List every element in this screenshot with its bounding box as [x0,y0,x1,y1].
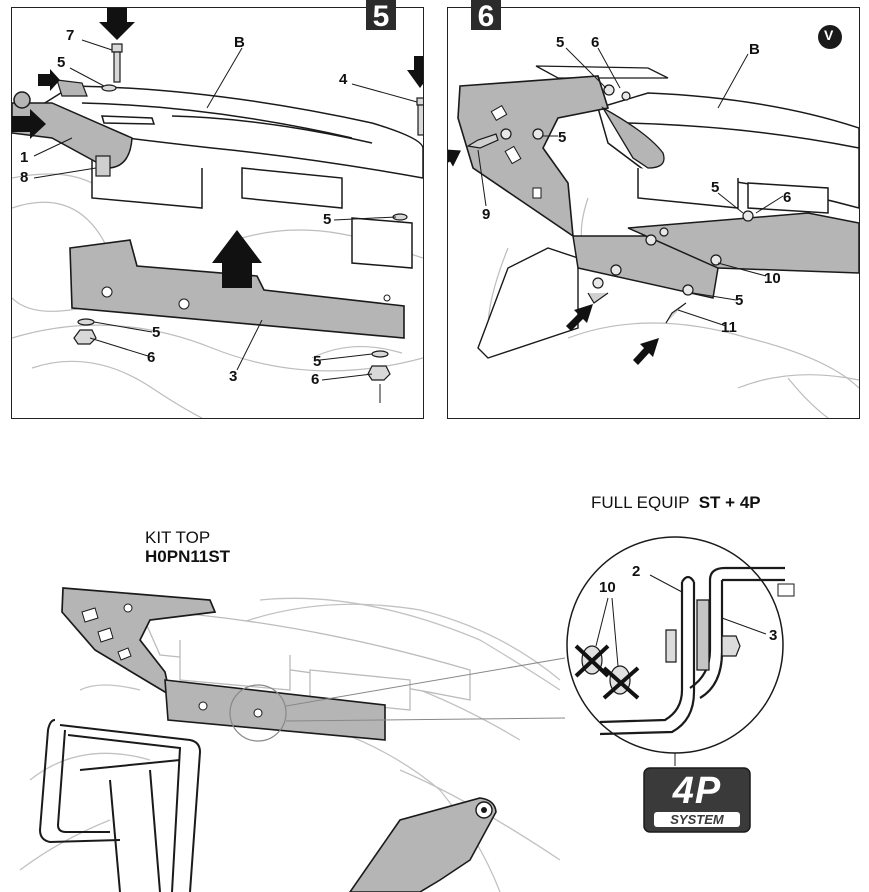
detail-label-2: 2 [632,563,641,580]
label-6: 6 [311,371,320,388]
label-5: 5 [57,54,66,71]
label-5: 5 [313,353,322,370]
label-5: 5 [735,292,744,309]
detail-label-3: 3 [769,627,778,644]
full-equip-suffix: ST + 4P [698,493,761,512]
4p-badge-main: 4P [672,770,722,812]
label-b: B [234,34,245,51]
step-5-illustration [12,8,423,418]
label-5: 5 [152,324,161,341]
label-8: 8 [20,169,29,186]
brand-circle-icon [818,25,842,49]
label-5: 5 [711,179,720,196]
label-6: 6 [783,189,792,206]
full-equip-caption: FULL EQUIP ST + 4P [591,493,761,512]
bottom-illustration: FULL EQUIP ST + 4P KIT TOP H0PN11ST 2 10… [0,440,869,892]
kit-overview-illustration [19,536,795,892]
label-9: 9 [482,206,491,223]
label-5: 5 [323,211,332,228]
kit-top-line1: KIT TOP [145,528,211,547]
step-5-badge: 5 [366,0,396,33]
label-6: 6 [591,34,600,51]
step-6-panel: 5 6 B 5 9 5 6 10 5 11 V [447,7,860,419]
brand-mark-letter: V [824,27,834,43]
full-equip-prefix: FULL EQUIP [591,493,690,512]
kit-top-code: H0PN11ST [145,547,231,566]
label-3: 3 [229,368,238,385]
kit-top-caption: KIT TOP H0PN11ST [145,528,230,566]
step-6-illustration [448,25,859,418]
label-7: 7 [66,27,75,44]
step-5-panel: 7 5 B 4 1 8 5 5 6 3 5 6 [11,7,424,419]
detail-label-10: 10 [599,579,616,596]
label-5: 5 [556,34,565,51]
label-b: B [749,41,760,58]
label-1: 1 [20,149,29,166]
label-5: 5 [558,129,567,146]
4p-badge-sub: SYSTEM [654,812,740,827]
label-4: 4 [339,71,348,88]
label-11: 11 [721,319,737,336]
label-10: 10 [764,270,781,287]
step-6-badge: 6 [471,0,501,33]
label-6: 6 [147,349,156,366]
